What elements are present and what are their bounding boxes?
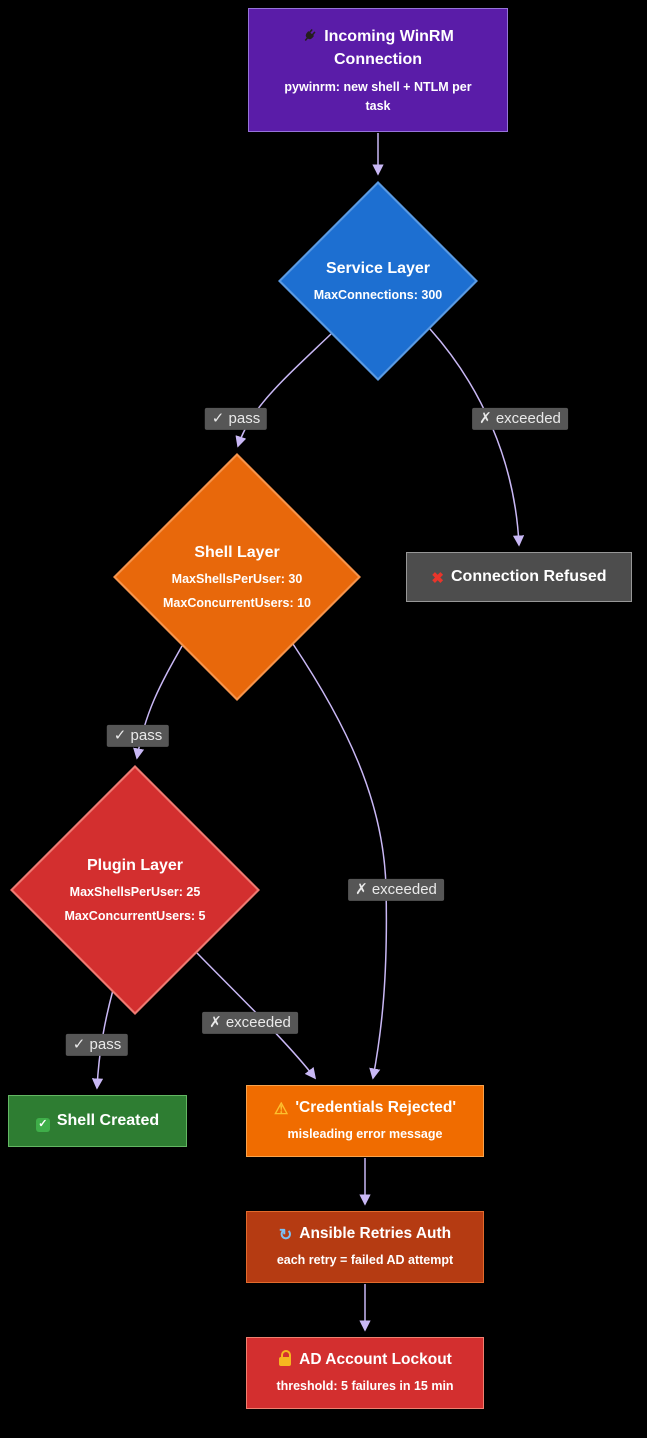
warning-icon [274, 1102, 288, 1118]
credentials-rejected-label: 'Credentials Rejected' [295, 1099, 457, 1117]
shell-created-title: Shell Created [35, 1109, 160, 1132]
node-incoming-label: Incoming WinRM Connection [324, 27, 454, 68]
shell-layer-line1: MaxShellsPerUser: 30 [171, 572, 303, 586]
edge-label-exceeded-plugin: ✗ exceeded [202, 1011, 298, 1035]
node-incoming-title: Incoming WinRM Connection [275, 25, 481, 71]
credentials-rejected-subtitle: misleading error message [287, 1127, 443, 1142]
node-shell-created: Shell Created [8, 1095, 187, 1147]
shell-created-label: Shell Created [56, 1112, 160, 1130]
service-layer-subtitle: MaxConnections: 300 [313, 288, 443, 302]
service-layer-title: Service Layer [325, 260, 431, 277]
edge-label-exceeded-service: ✗ exceeded [472, 407, 568, 431]
connection-refused-title: Connection Refused [431, 565, 607, 588]
ad-lockout-subtitle: threshold: 5 failures in 15 min [276, 1379, 454, 1394]
shell-layer-title: Shell Layer [194, 544, 280, 561]
node-ansible-retries: Ansible Retries Auth each retry = failed… [246, 1211, 484, 1283]
edge-label-pass-shell: ✓ pass [106, 724, 170, 748]
ansible-retries-label: Ansible Retries Auth [299, 1225, 452, 1243]
ansible-retries-title: Ansible Retries Auth [279, 1224, 451, 1244]
node-connection-refused: Connection Refused [406, 552, 632, 602]
node-service-layer: Service Layer MaxConnections: 300 [278, 181, 478, 381]
node-credentials-rejected: 'Credentials Rejected' misleading error … [246, 1085, 484, 1157]
plugin-layer-title: Plugin Layer [86, 857, 184, 874]
ad-lockout-title: AD Account Lockout [278, 1350, 452, 1370]
edge-label-pass-service: ✓ pass [204, 407, 268, 431]
shell-layer-line2: MaxConcurrentUsers: 10 [163, 596, 311, 610]
check-icon [35, 1117, 50, 1132]
credentials-rejected-title: 'Credentials Rejected' [274, 1098, 456, 1118]
lock-icon [278, 1350, 292, 1367]
ansible-retries-subtitle: each retry = failed AD attempt [276, 1253, 454, 1268]
cross-icon [431, 571, 444, 586]
connection-refused-label: Connection Refused [451, 568, 607, 586]
node-incoming-winrm: Incoming WinRM Connection pywinrm: new s… [248, 8, 508, 132]
node-ad-lockout: AD Account Lockout threshold: 5 failures… [246, 1337, 484, 1409]
node-plugin-layer: Plugin Layer MaxShellsPerUser: 25 MaxCon… [10, 765, 260, 1015]
node-shell-layer: Shell Layer MaxShellsPerUser: 30 MaxConc… [113, 453, 361, 701]
plugin-layer-line2: MaxConcurrentUsers: 5 [64, 909, 206, 923]
edge-label-pass-plugin: ✓ pass [65, 1033, 129, 1057]
repeat-icon [279, 1228, 292, 1244]
node-incoming-subtitle: pywinrm: new shell + NTLM per task [284, 79, 472, 113]
ad-lockout-label: AD Account Lockout [299, 1351, 452, 1369]
edge-label-exceeded-shell: ✗ exceeded [348, 878, 444, 902]
edge-shell-creds-exceeded [292, 643, 388, 1080]
plugin-layer-line1: MaxShellsPerUser: 25 [69, 885, 201, 899]
plug-icon [302, 28, 317, 43]
